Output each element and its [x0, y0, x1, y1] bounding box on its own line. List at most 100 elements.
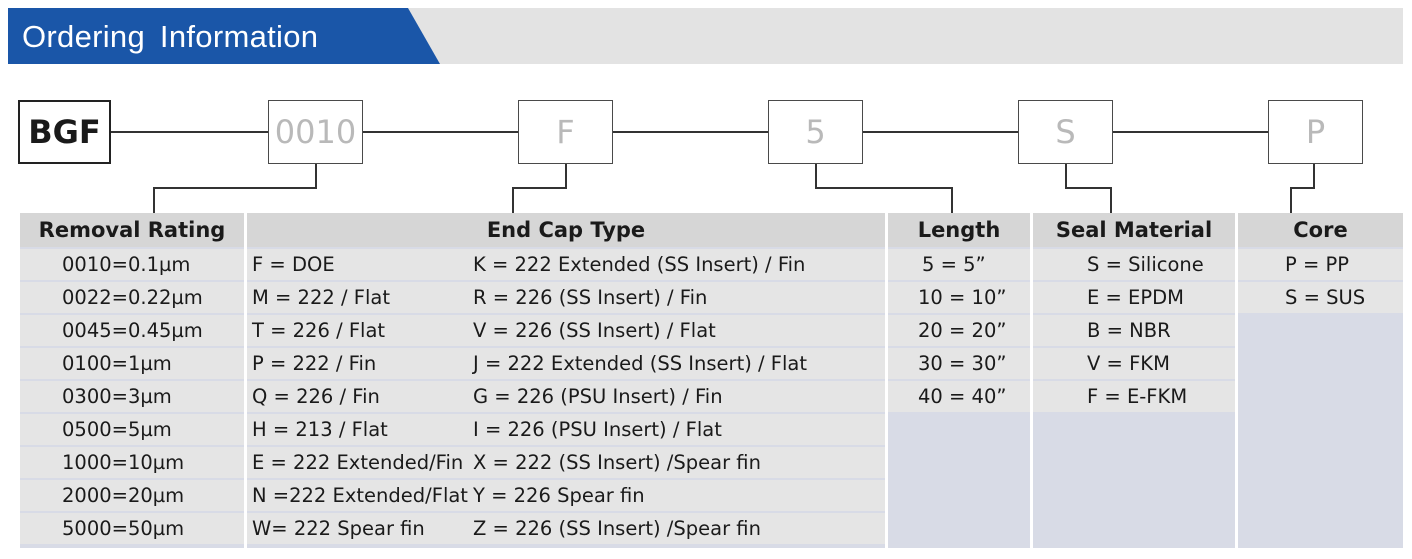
- removal-rating-column: Removal Rating 0010=0.1µm 0022=0.22µm 0045…: [20, 213, 244, 548]
- seal-material-row: B = NBR: [1033, 315, 1235, 346]
- code-prefix-box: BGF: [18, 100, 111, 164]
- end-cap-code-b: V = 226 (SS Insert) / Flat: [473, 319, 716, 342]
- seal-material-value: S = Silicone: [1087, 253, 1204, 276]
- header-banner: Ordering Information: [8, 8, 440, 64]
- length-value: 20 = 20”: [918, 319, 1007, 342]
- elbow-line: [153, 187, 155, 213]
- removal-rating-row: 0010=0.1µm: [20, 249, 244, 280]
- elbow-line: [1065, 187, 1112, 189]
- end-cap-code-b: G = 226 (PSU Insert) / Fin: [473, 385, 723, 408]
- length-row: 30 = 30”: [888, 348, 1030, 379]
- end-cap-code-b: K = 222 Extended (SS Insert) / Fin: [473, 253, 806, 276]
- removal-rating-row: 2000=20µm: [20, 480, 244, 511]
- page-title: Ordering Information: [22, 19, 319, 54]
- end-cap-row: M = 222 / Flat R = 226 (SS Insert) / Fin: [247, 282, 885, 313]
- end-cap-code-a: H = 213 / Flat: [252, 418, 388, 441]
- end-cap-code-b: J = 222 Extended (SS Insert) / Flat: [473, 352, 808, 375]
- elbow-line: [565, 164, 567, 188]
- removal-rating-row: 0300=3µm: [20, 381, 244, 412]
- elbow-line: [1065, 164, 1067, 188]
- length-header: Length: [888, 213, 1030, 247]
- end-cap-code-a: E = 222 Extended/Fin: [252, 451, 464, 474]
- seal-material-value: B = NBR: [1087, 319, 1171, 342]
- elbow-line: [951, 187, 953, 213]
- length-value: 5 = 5”: [922, 253, 986, 276]
- removal-rating-header: Removal Rating: [20, 213, 244, 247]
- elbow-line: [153, 187, 317, 189]
- length-value: 40 = 40”: [918, 385, 1007, 408]
- removal-rating-value: 0010=0.1µm: [62, 253, 191, 276]
- end-cap-code-a: F = DOE: [252, 253, 335, 276]
- elbow-line: [512, 187, 567, 189]
- removal-rating-value: 0300=3µm: [62, 385, 172, 408]
- removal-rating-row: 0100=1µm: [20, 348, 244, 379]
- end-cap-row: P = 222 / Fin J = 222 Extended (SS Insert…: [247, 348, 885, 379]
- elbow-line: [1313, 164, 1315, 188]
- banner-shape: [8, 8, 440, 64]
- end-cap-code-b: R = 226 (SS Insert) / Fin: [473, 286, 708, 309]
- elbow-line: [1110, 187, 1112, 213]
- elbow-line: [1290, 187, 1315, 189]
- end-cap-code-a: T = 226 / Flat: [252, 319, 386, 342]
- connector-line: [863, 131, 1018, 133]
- end-cap-row: F = DOE K = 222 Extended (SS Insert) / Fi…: [247, 249, 885, 280]
- code-core-box: P: [1268, 100, 1363, 164]
- elbow-line: [512, 187, 514, 213]
- core-header: Core: [1238, 213, 1403, 247]
- core-row: S = SUS: [1238, 282, 1403, 313]
- seal-material-row: E = EPDM: [1033, 282, 1235, 313]
- end-cap-row: T = 226 / Flat V = 226 (SS Insert) / Flat: [247, 315, 885, 346]
- elbow-line: [815, 164, 817, 188]
- removal-rating-value: 1000=10µm: [62, 451, 185, 474]
- core-value: S = SUS: [1285, 286, 1366, 309]
- length-row: 20 = 20”: [888, 315, 1030, 346]
- elbow-line: [1290, 187, 1292, 213]
- core-column: Core P = PP S = SUS: [1238, 213, 1403, 548]
- removal-rating-row: 1000=10µm: [20, 447, 244, 478]
- seal-material-header: Seal Material: [1033, 213, 1235, 247]
- end-cap-code-a: M = 222 / Flat: [252, 286, 390, 309]
- length-value: 30 = 30”: [918, 352, 1007, 375]
- length-value: 10 = 10”: [918, 286, 1007, 309]
- seal-material-row: V = FKM: [1033, 348, 1235, 379]
- end-cap-code-a: Q = 226 / Fin: [252, 385, 380, 408]
- removal-rating-value: 5000=50µm: [62, 517, 185, 540]
- removal-rating-value: 0100=1µm: [62, 352, 172, 375]
- removal-rating-value: 0022=0.22µm: [62, 286, 203, 309]
- length-column: Length 5 = 5” 10 = 10” 20 = 20” 30 = 30” 40 …: [888, 213, 1030, 548]
- end-cap-row: E = 222 Extended/Fin X = 222 (SS Insert) …: [247, 447, 885, 478]
- end-cap-code-b: I = 226 (PSU Insert) / Flat: [473, 418, 722, 441]
- connector-line: [363, 131, 518, 133]
- end-cap-code-a: P = 222 / Fin: [252, 352, 377, 375]
- length-row: 10 = 10”: [888, 282, 1030, 313]
- end-cap-header: End Cap Type: [247, 213, 885, 247]
- removal-rating-value: 2000=20µm: [62, 484, 185, 507]
- connector-line: [1113, 131, 1268, 133]
- connector-line: [613, 131, 768, 133]
- end-cap-code-b: X = 222 (SS Insert) /Spear fin: [473, 451, 761, 474]
- end-cap-code-b: Z = 226 (SS Insert) /Spear fin: [473, 517, 761, 540]
- length-row: 40 = 40”: [888, 381, 1030, 412]
- removal-rating-value: 0500=5µm: [62, 418, 172, 441]
- end-cap-code-a: N =222 Extended/Flat: [252, 484, 468, 507]
- code-rating-box: 0010: [268, 100, 363, 164]
- removal-rating-row: 5000=50µm: [20, 513, 244, 544]
- core-value: P = PP: [1285, 253, 1350, 276]
- elbow-line: [315, 164, 317, 188]
- removal-rating-row: 0045=0.45µm: [20, 315, 244, 346]
- seal-material-value: V = FKM: [1087, 352, 1170, 375]
- removal-rating-value: 0045=0.45µm: [62, 319, 203, 342]
- seal-material-column: Seal Material S = Silicone E = EPDM B = NB…: [1033, 213, 1235, 548]
- removal-rating-row: 0022=0.22µm: [20, 282, 244, 313]
- code-length-box: 5: [768, 100, 863, 164]
- seal-material-row: S = Silicone: [1033, 249, 1235, 280]
- code-seal-box: S: [1018, 100, 1113, 164]
- removal-rating-row: 0500=5µm: [20, 414, 244, 445]
- seal-material-row: F = E-FKM: [1033, 381, 1235, 412]
- end-cap-row: Q = 226 / Fin G = 226 (PSU Insert) / Fin: [247, 381, 885, 412]
- end-cap-column: End Cap Type F = DOE K = 222 Extended (SS…: [247, 213, 885, 548]
- code-endcap-box: F: [518, 100, 613, 164]
- elbow-line: [815, 187, 953, 189]
